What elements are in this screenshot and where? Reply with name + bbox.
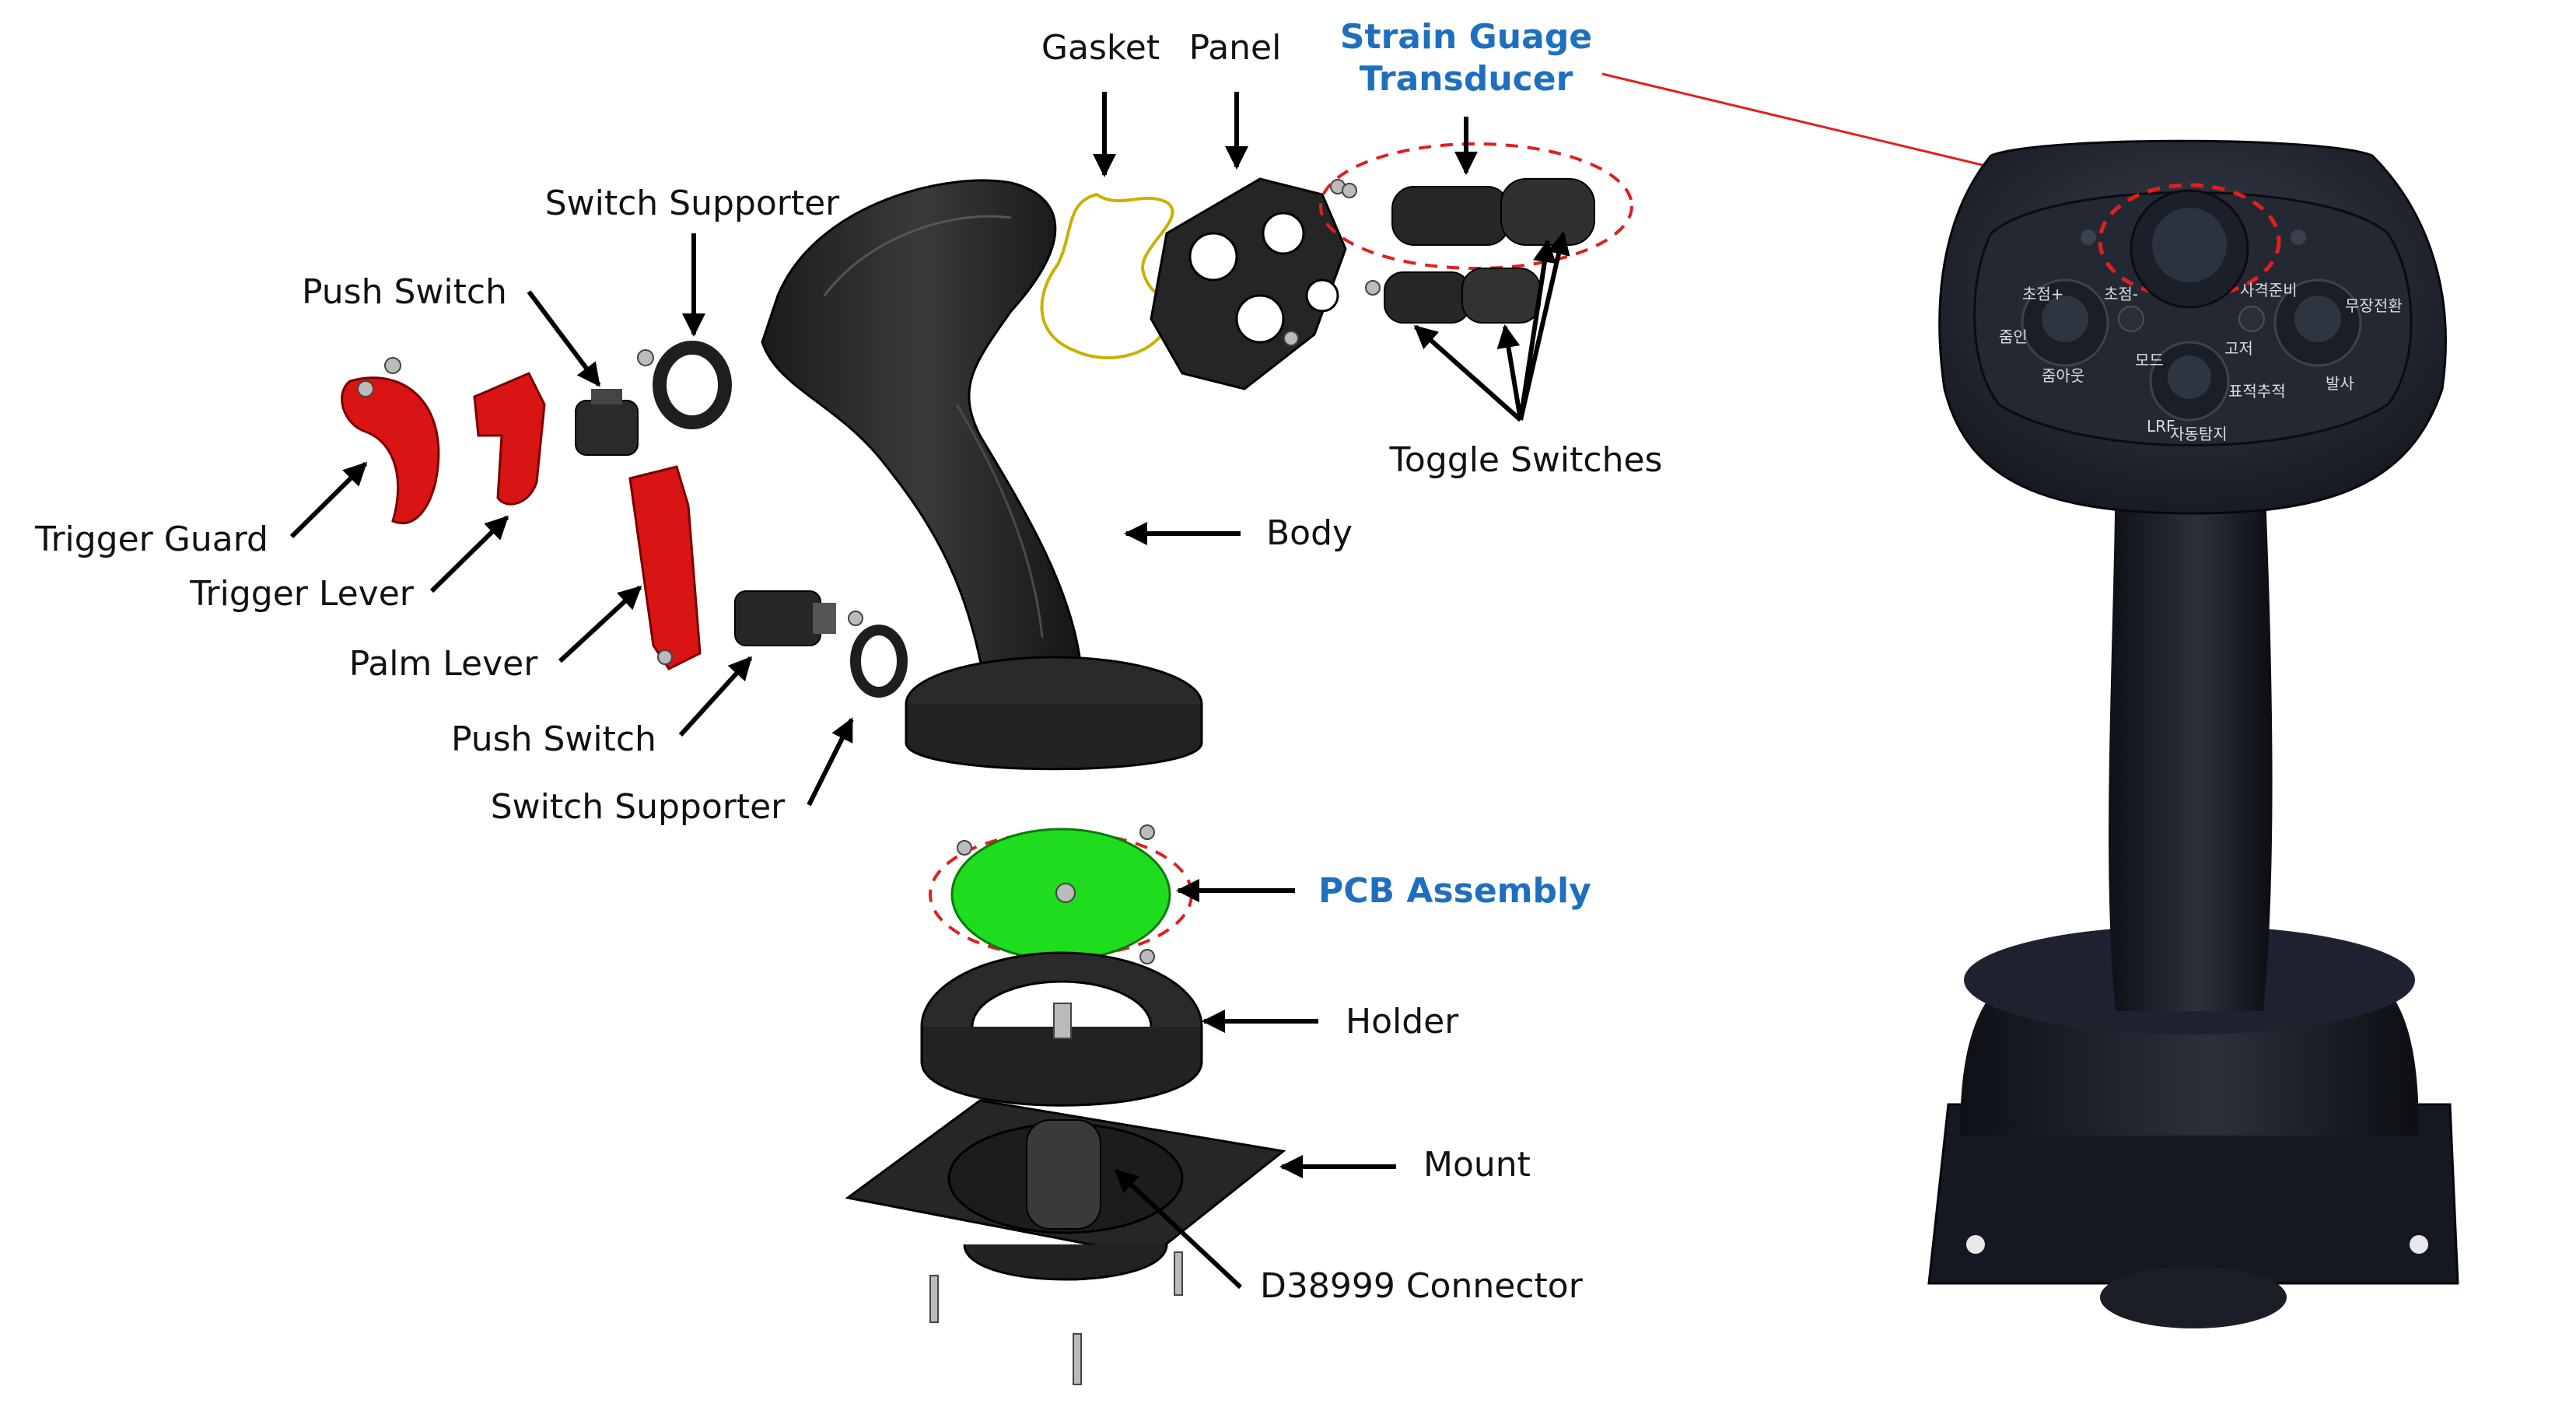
strain-gauge-transducer-part (1319, 142, 1633, 270)
label-body: Body (1266, 513, 1353, 553)
label-panel: Panel (1189, 28, 1282, 68)
palm-lever-part (628, 465, 702, 670)
mount-part (845, 1099, 1286, 1281)
joystick-photo: 초점+ 줌아웃 초점- 줌인 모드 LRF 자동탐지 고저 사격준비 발사 무장… (1927, 139, 2459, 1328)
photo-text-right-4: 무장전환 (2345, 296, 2403, 315)
label-toggle-switches: Toggle Switches (1389, 440, 1663, 480)
label-switch-supporter-bottom: Switch Supporter (491, 787, 786, 827)
label-push-switch-top: Push Switch (302, 272, 507, 312)
arrow-toggle-1 (1413, 324, 1522, 422)
arrow-toggle-2 (1496, 324, 1523, 421)
label-mount: Mount (1423, 1145, 1531, 1185)
switch-supporter-bottom-part (848, 611, 908, 698)
label-palm-lever: Palm Lever (349, 644, 539, 684)
label-pcb-assembly: PCB Assembly (1318, 871, 1591, 911)
photo-face-panel (1973, 191, 2413, 446)
photo-grip-shaft (2109, 436, 2273, 1011)
trigger-lever-part (473, 372, 546, 506)
holder-part (920, 951, 1203, 1107)
label-holder: Holder (1346, 1002, 1459, 1041)
arrow-switch-supporter-bottom (807, 717, 854, 807)
leader-arrows (289, 92, 1570, 1290)
switch-supporter-top-part (637, 341, 732, 429)
arrow-trigger-guard (289, 461, 368, 539)
panel-part (1150, 177, 1347, 390)
arrow-trigger-lever (429, 515, 509, 593)
photo-text-right-5: 표적추적 (2228, 382, 2286, 401)
label-switch-supporter-top: Switch Supporter (545, 184, 840, 223)
arrow-palm-lever (558, 585, 642, 663)
push-switch-bottom-part (734, 590, 836, 646)
label-connector: D38999 Connector (1260, 1266, 1584, 1306)
label-gasket: Gasket (1041, 28, 1160, 68)
label-strain-gauge-line1: Strain Guage (1340, 17, 1592, 57)
arrow-push-switch-top (527, 290, 601, 387)
pcb-assembly-part (929, 824, 1193, 964)
photo-text-top-mid-2: 줌인 (1999, 327, 2028, 346)
body-part (761, 179, 1203, 771)
trigger-guard-part (341, 357, 440, 524)
photo-text-right-1: 고저 (2224, 339, 2253, 358)
label-trigger-lever: Trigger Lever (189, 574, 415, 614)
label-trigger-guard: Trigger Guard (34, 520, 268, 559)
photo-text-top-mid-1: 초점- (2104, 285, 2138, 303)
arrow-connector (1114, 1168, 1243, 1290)
arrow-toggle-4 (1518, 231, 1570, 421)
mount-screws (929, 1251, 1183, 1385)
push-switch-top-part (575, 389, 639, 456)
label-strain-gauge-line2: Transducer (1360, 59, 1573, 99)
arrow-push-switch-bottom (678, 656, 753, 737)
toggle-switches-part (1365, 268, 1541, 324)
photo-text-top-left-1: 초점+ (2022, 285, 2064, 303)
photo-text-right-3: 발사 (2326, 374, 2354, 393)
gasket-part (1040, 192, 1174, 359)
photo-text-center-1: 모드 (2135, 351, 2164, 369)
photo-text-center-2: LRF (2147, 417, 2175, 436)
photo-text-right-2: 사격준비 (2240, 281, 2298, 299)
photo-text-center-3: 자동탐지 (2170, 425, 2228, 443)
label-push-switch-bottom: Push Switch (451, 719, 656, 759)
photo-text-top-left-2: 줌아웃 (2042, 366, 2084, 385)
